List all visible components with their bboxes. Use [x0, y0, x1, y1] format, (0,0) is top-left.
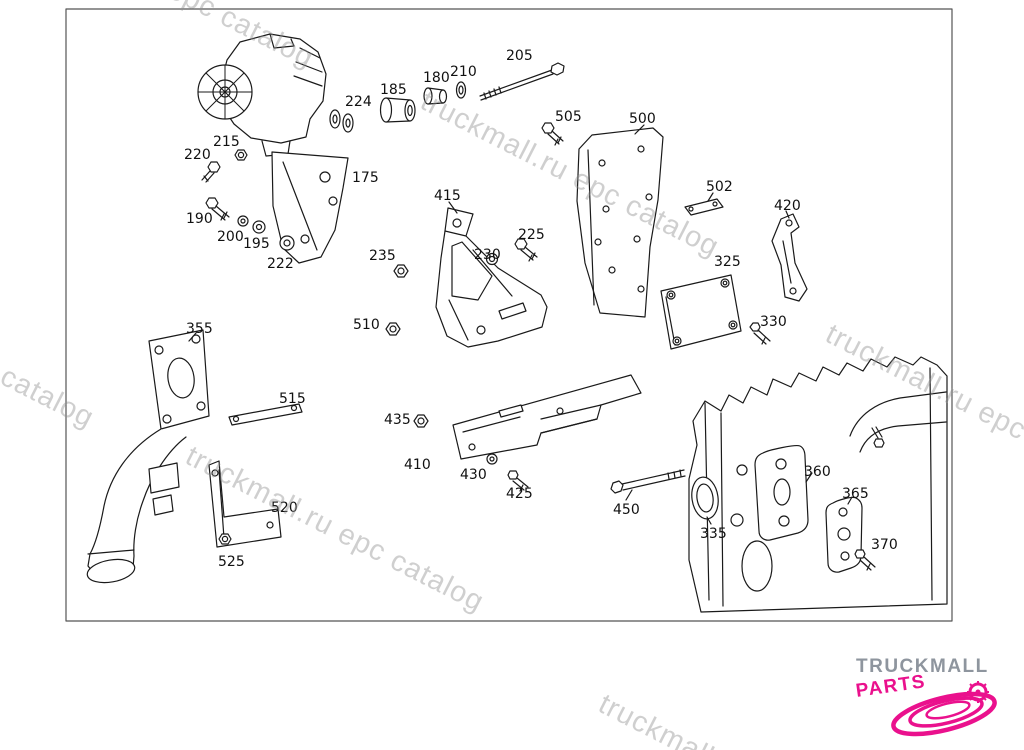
part-label-415: 415 [434, 188, 461, 204]
part-label-435: 435 [384, 412, 411, 428]
part-label-222: 222 [267, 256, 294, 272]
part-label-355: 355 [186, 321, 213, 337]
logo-brand-text: TRUCKMALL [856, 656, 989, 677]
part-label-210: 210 [450, 64, 477, 80]
part-label-180: 180 [423, 70, 450, 86]
bolt-205-drawing [479, 62, 565, 101]
gasket-365-drawing [825, 496, 863, 573]
part-label-430: 430 [460, 467, 487, 483]
plate-500-drawing [541, 122, 664, 318]
part-label-525: 525 [218, 554, 245, 570]
part-label-230: 230 [474, 247, 501, 263]
part-label-420: 420 [774, 198, 801, 214]
bracket-410-drawing [413, 374, 642, 492]
part-label-370: 370 [871, 537, 898, 553]
bracket-502-drawing [684, 198, 724, 216]
bracket-415-drawing [435, 207, 548, 348]
middle-fasteners-drawing [385, 238, 538, 336]
part-label-200: 200 [217, 229, 244, 245]
left-fasteners-drawing [201, 149, 295, 251]
part-label-450: 450 [613, 502, 640, 518]
plate-520-drawing [208, 460, 282, 548]
gasket-360-drawing [754, 445, 809, 541]
part-label-190: 190 [186, 211, 213, 227]
part-label-220: 220 [184, 147, 211, 163]
bolt-450-drawing [610, 469, 686, 494]
bolt-370-drawing [854, 549, 876, 571]
diagram-border [65, 8, 953, 622]
part-label-500: 500 [629, 111, 656, 127]
logo-swirl-icon [891, 681, 997, 737]
part-label-335: 335 [700, 526, 727, 542]
part-label-502: 502 [706, 179, 733, 195]
part-label-205: 205 [506, 48, 533, 64]
leader-lines [188, 124, 853, 525]
part-label-505: 505 [555, 109, 582, 125]
part-label-185: 185 [380, 82, 407, 98]
part-label-224: 224 [345, 94, 372, 110]
part-label-325: 325 [714, 254, 741, 270]
part-label-410: 410 [404, 457, 431, 473]
part-label-515: 515 [279, 391, 306, 407]
bracket-175-drawing [271, 151, 349, 264]
bushing-row-drawing [329, 81, 467, 133]
gasket-ring-335-drawing [691, 476, 719, 520]
engine-block-drawing [688, 356, 948, 613]
intake-elbow-355-drawing [86, 329, 210, 584]
part-label-330: 330 [760, 314, 787, 330]
part-label-360: 360 [804, 464, 831, 480]
part-label-175: 175 [352, 170, 379, 186]
brand-logo: TRUCKMALLPARTS [855, 656, 1024, 702]
part-label-195: 195 [243, 236, 270, 252]
part-label-235: 235 [369, 248, 396, 264]
part-label-225: 225 [518, 227, 545, 243]
plate-325-drawing [660, 274, 771, 350]
part-label-365: 365 [842, 486, 869, 502]
part-label-520: 520 [271, 500, 298, 516]
part-label-425: 425 [506, 486, 533, 502]
part-label-510: 510 [353, 317, 380, 333]
strap-515-drawing [228, 403, 303, 426]
bracket-420-drawing [771, 213, 808, 302]
part-label-215: 215 [213, 134, 240, 150]
